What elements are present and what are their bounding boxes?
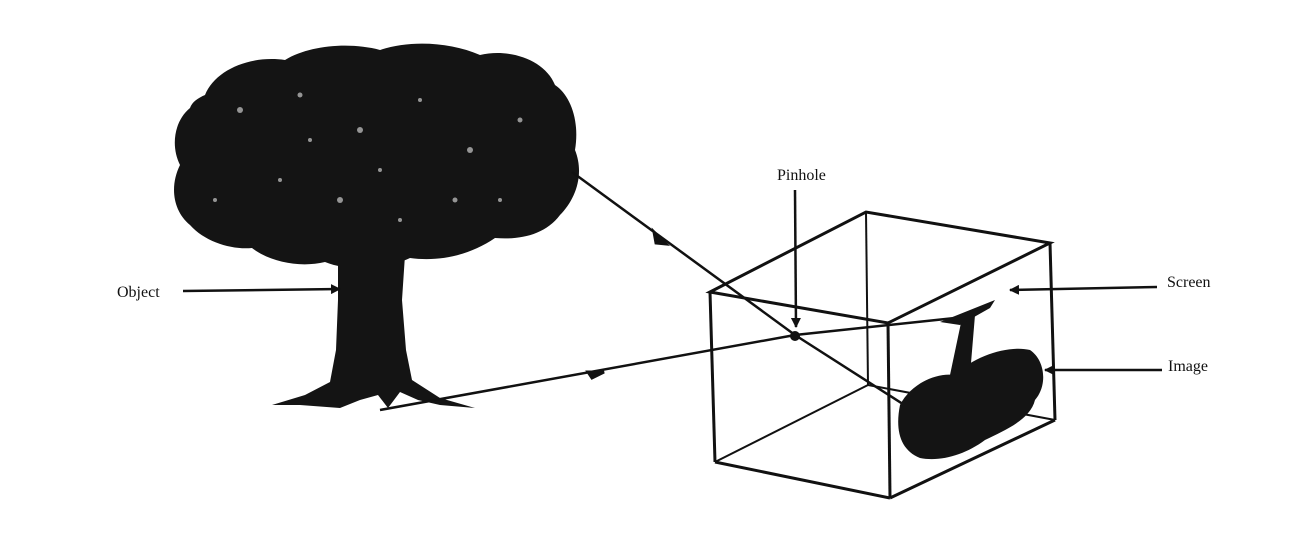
object-pointer xyxy=(182,284,341,295)
inverted-image xyxy=(898,300,1044,460)
pinhole-pointer xyxy=(790,189,801,328)
ray-top xyxy=(571,170,796,337)
box-front-face xyxy=(705,210,1055,325)
ray-top-arrow-icon xyxy=(651,227,671,246)
canopy-highlights xyxy=(213,92,523,222)
ray-bottom-arrow-icon xyxy=(585,370,605,380)
pinhole-label: Pinhole xyxy=(777,167,826,184)
object-label: Object xyxy=(117,284,160,301)
pinhole-icon xyxy=(790,331,800,341)
ray-top-inner xyxy=(794,333,921,417)
screen-label: Screen xyxy=(1167,274,1211,291)
tree-canopy xyxy=(174,43,580,269)
image-label: Image xyxy=(1168,358,1208,375)
screen-pointer xyxy=(1009,284,1158,295)
tree-trunk xyxy=(272,255,475,408)
camera-box xyxy=(705,210,1057,500)
tree-object xyxy=(174,43,580,408)
ray-bottom-inner xyxy=(794,316,956,337)
